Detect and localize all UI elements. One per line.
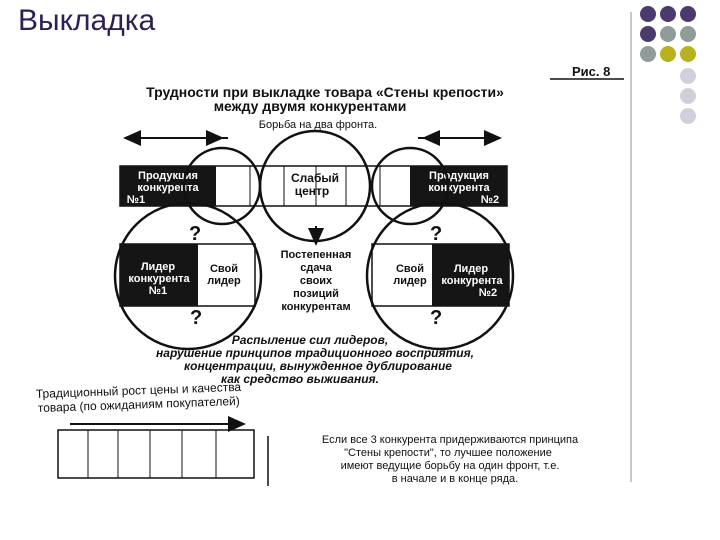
question-left-top: ? [189,223,201,245]
weak-center-label-1: Слабый [291,171,339,185]
dot-olive-1 [660,46,676,62]
slide-title: Выкладка [18,4,156,37]
scatter-text-4: как средство выживания. [221,372,379,386]
leader1-label-3: №1 [149,285,167,297]
competitor1-label-2: конкурента [137,182,199,194]
note-text-4: в начале и в конце ряда. [392,473,518,485]
leader2-label-2: конкурента [441,275,503,287]
competitor2-label-2: конкурента [428,182,490,194]
scatter-text-2: нарушение принципов традиционного воспри… [156,346,474,360]
leader1-label-2: конкурента [128,273,190,285]
dot-olive-2 [680,46,696,62]
fight-label: Борьба на два фронта. [259,119,377,131]
heading-line-2: между двумя конкурентами [214,98,407,114]
leader2-block [432,244,509,306]
note-text-2: "Стены крепости", то лучшее положение [344,447,552,459]
decorative-dots [640,6,720,146]
dot-light-1 [680,68,696,84]
heading-line-1: Трудности при выкладке товара «Стены кре… [146,84,504,100]
dot-gray-2 [680,26,696,42]
center-text-2: сдача [300,262,332,274]
left-zoom-circle [113,201,263,351]
question-right-bottom: ? [430,307,442,329]
competitor1-block [120,166,216,206]
dot-light-3 [680,108,696,124]
own-leader-right-1: Свой [396,263,424,275]
dot-purple-2 [660,6,676,22]
own-leader-left-2: лидер [207,275,241,287]
dot-gray-3 [640,46,656,62]
competitor2-label-1: Продукция [429,170,489,182]
scatter-text-1: Распыление сил лидеров, [232,333,388,347]
competitor1-label-1: Продукция [138,170,198,182]
growth-shelf [57,429,255,479]
center-text-4: позиций [293,288,339,300]
right-shelf-circle [370,146,450,226]
dot-light-2 [680,88,696,104]
center-text-3: своих [300,275,333,287]
dot-purple-1 [640,6,656,22]
leader1-block [120,244,198,306]
question-right-top: ? [430,223,442,245]
center-text-1: Постепенная [281,249,352,261]
weak-center-label-2: центр [295,184,330,198]
own-leader-left-1: Свой [210,263,238,275]
right-zoom-circle [365,201,515,351]
leader2-label-3: №2 [479,287,497,299]
dot-purple-3 [680,6,696,22]
scatter-text-3: концентрации, вынужденное дублирование [184,359,452,373]
own-leader-right-2: лидер [393,275,427,287]
dot-purple-4 [640,26,656,42]
dot-gray-1 [660,26,676,42]
figure-label: Рис. 8 [572,64,610,79]
competitor2-block [410,166,507,206]
competitor1-label-3: №1 [127,194,145,206]
note-text-1: Если все 3 конкурента придерживаются при… [322,434,579,446]
competitor2-label-3: №2 [481,194,499,206]
center-text-5: конкурентам [281,301,350,313]
note-text-3: имеют ведущие борьбу на один фронт, т.е. [341,460,560,472]
divider-line [630,12,632,482]
leader2-label-1: Лидер [454,263,489,275]
question-left-bottom: ? [190,307,202,329]
leader1-label-1: Лидер [141,261,176,273]
